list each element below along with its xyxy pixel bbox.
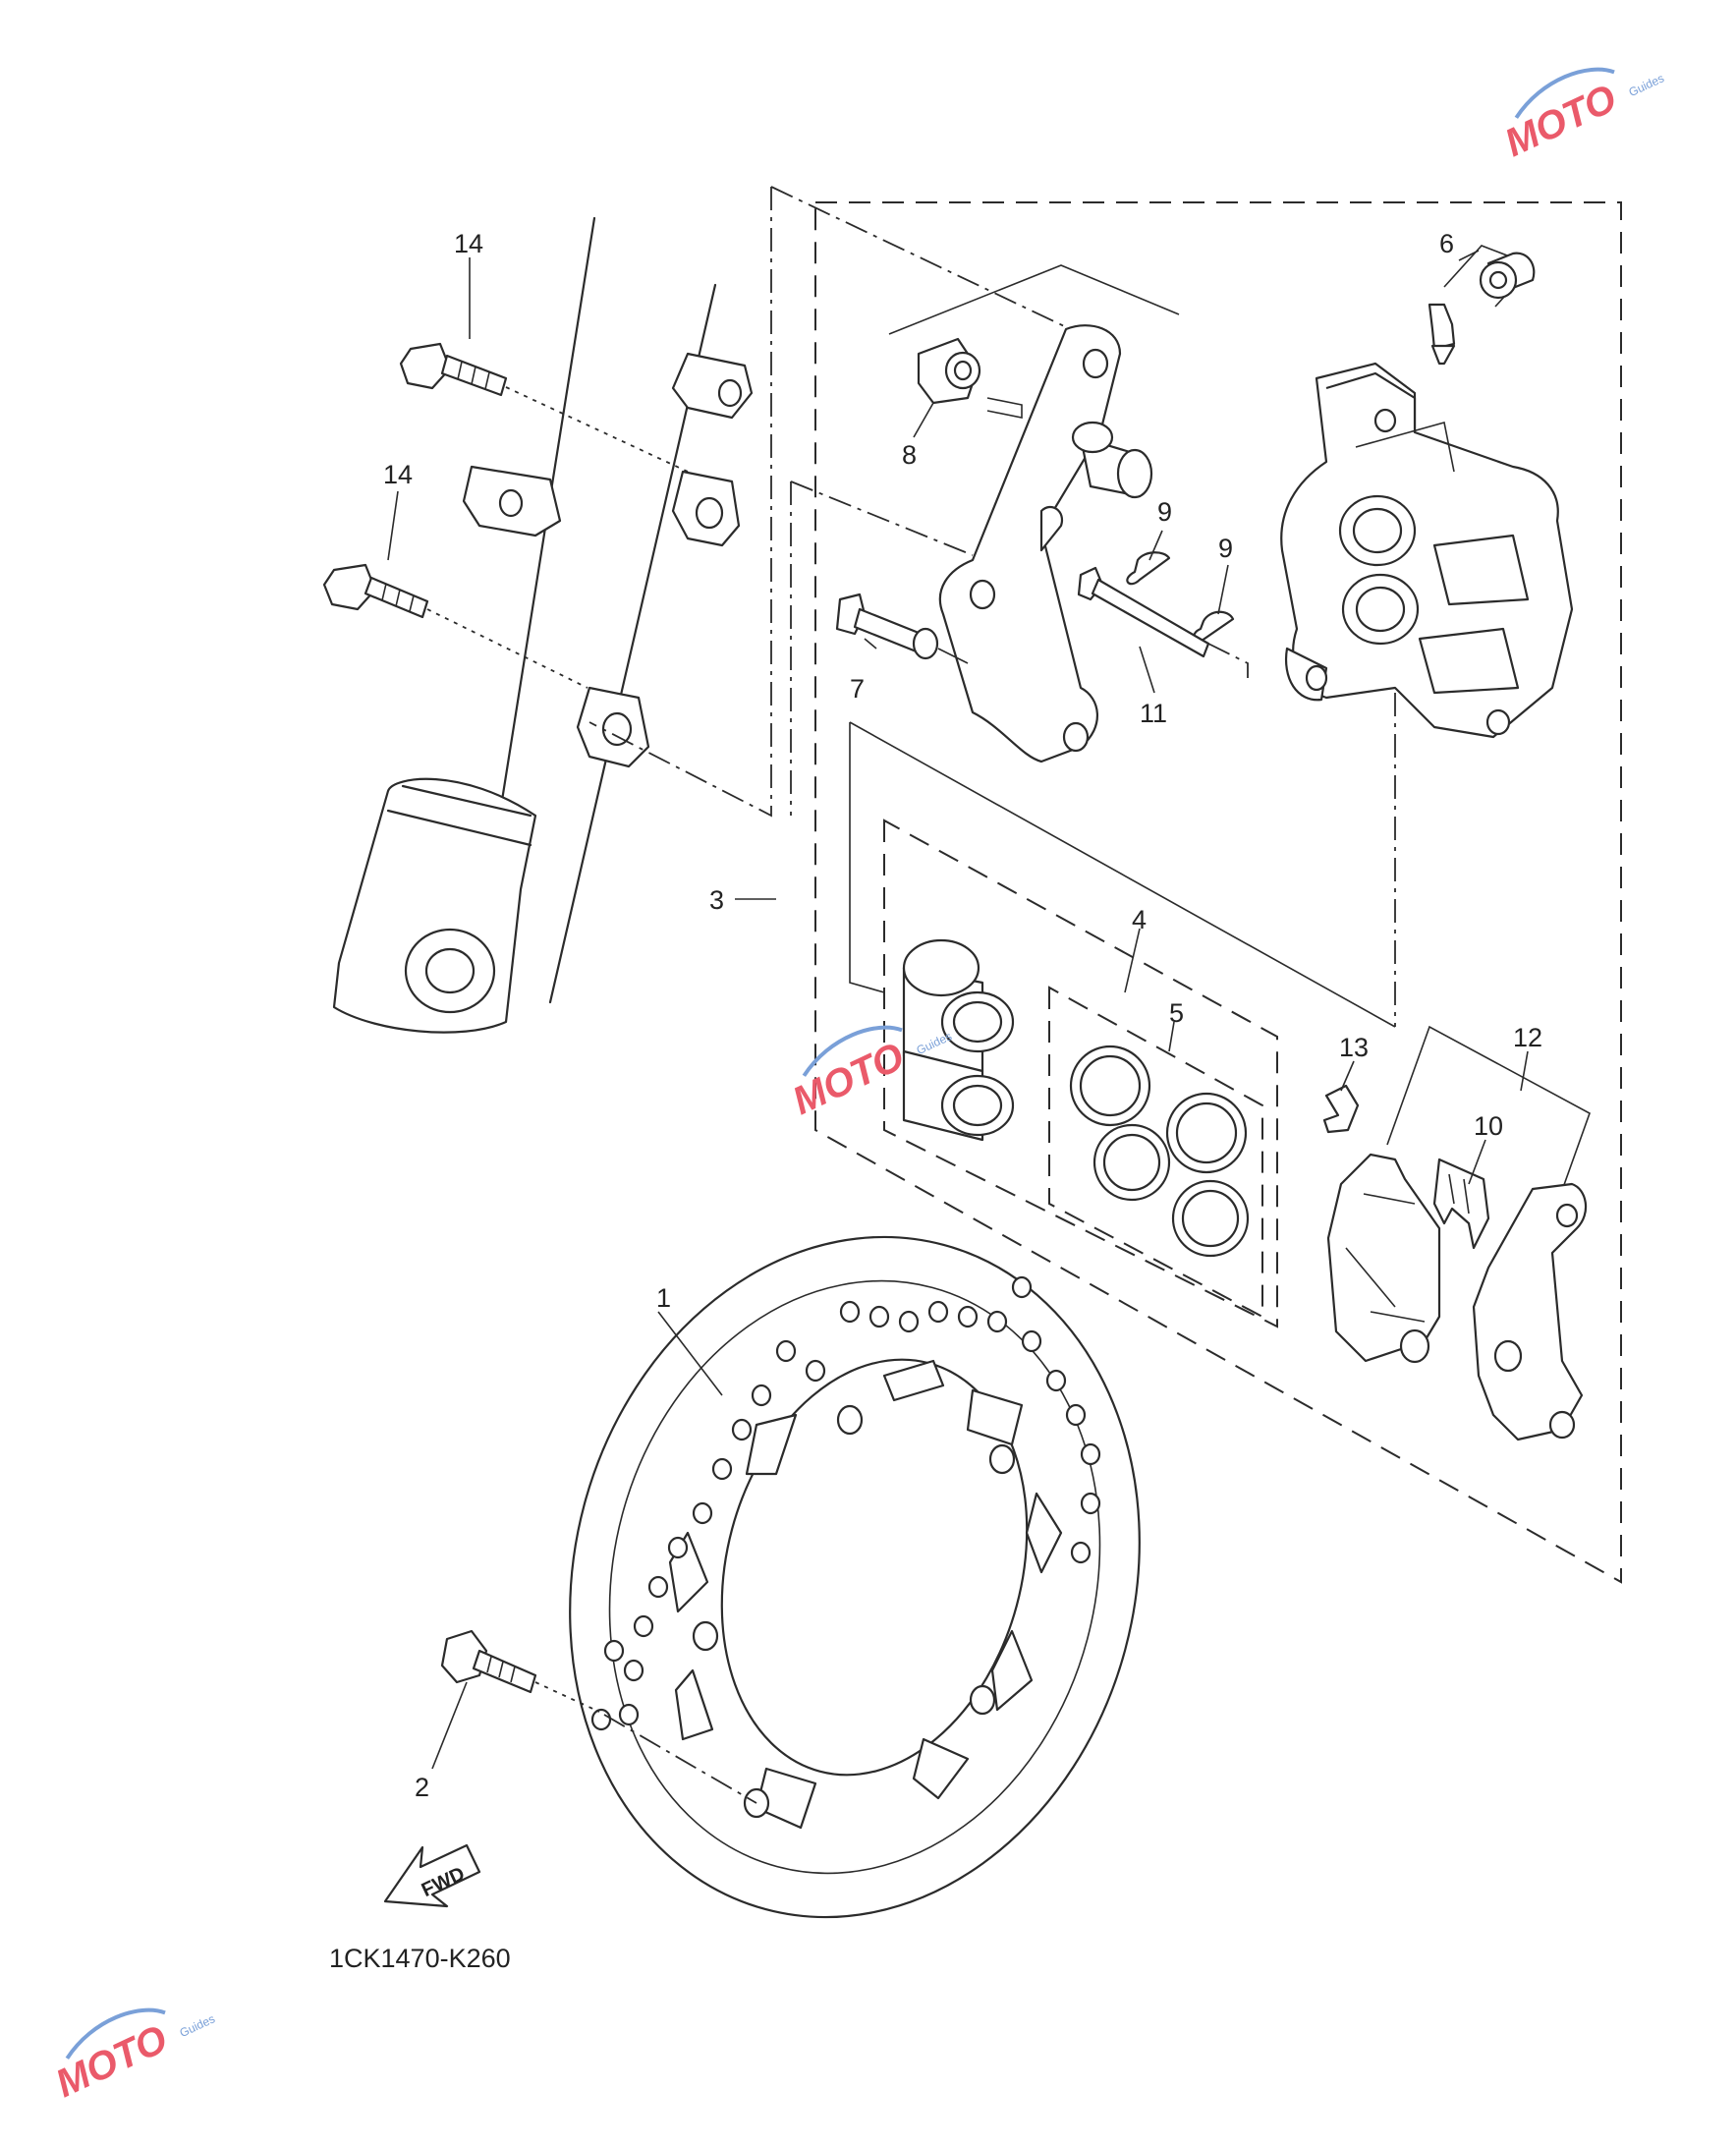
callout-14-upper: 14 [454, 229, 483, 258]
watermark-text-top-right: MOTO [1498, 77, 1623, 165]
disc-drill-holes [590, 1275, 1101, 1731]
clip-part-9-b [1192, 610, 1235, 643]
caliper-body [1280, 362, 1574, 739]
pad-spring-part-10 [1432, 1158, 1490, 1250]
brake-disc [569, 1235, 1141, 1919]
callout-11: 11 [1140, 699, 1167, 728]
watermark-small-bottom-left: Guides [178, 2011, 217, 2040]
disc-bolt-part-2 [440, 1629, 537, 1694]
seal-ring-2 [1092, 1123, 1171, 1202]
piston-lower [902, 1049, 1015, 1142]
pad-pin-part-11 [1077, 566, 1210, 658]
callout-8: 8 [902, 440, 917, 470]
mounting-bolt-upper [399, 342, 508, 397]
mounting-bolt-lower [322, 563, 429, 619]
callout-7: 7 [850, 674, 865, 704]
diagram-code: 1CK1470-K260 [329, 1944, 511, 1973]
caliper-assembly-outline [814, 201, 1622, 1584]
pin-bolt-part-7 [835, 593, 969, 664]
callout-6: 6 [1439, 229, 1454, 258]
callout-4: 4 [1132, 905, 1147, 934]
brake-pad-rear [1472, 1182, 1588, 1441]
brake-pad-front [1326, 1153, 1441, 1364]
callout-3: 3 [709, 885, 724, 915]
retainer-clip-part-13 [1322, 1084, 1360, 1134]
seal-kit-outline-5 [1048, 986, 1263, 1319]
caliper-bracket [938, 324, 1153, 763]
callout-14-lower: 14 [383, 460, 413, 489]
callout-12: 12 [1513, 1023, 1542, 1052]
watermark-text-bottom-left: MOTO [49, 2017, 174, 2106]
callout-9-a: 9 [1157, 497, 1172, 527]
callout-10: 10 [1474, 1111, 1503, 1141]
callout-5: 5 [1169, 998, 1184, 1028]
callout-9-b: 9 [1218, 534, 1233, 563]
watermark-logo-bottom-left: MOTO Guides [49, 2007, 217, 2106]
watermark-small-top-right: Guides [1627, 71, 1666, 99]
boot-part-8 [917, 337, 1023, 419]
callout-2: 2 [415, 1773, 429, 1802]
clip-part-9-a [1126, 551, 1171, 586]
bleeder-part-6 [1428, 245, 1536, 366]
callout-1: 1 [656, 1283, 671, 1313]
seal-ring-4 [1171, 1179, 1250, 1258]
seal-ring-3 [1165, 1092, 1248, 1174]
front-fork [332, 216, 754, 1034]
watermark-logo-top-right: MOTO Guides [1498, 67, 1666, 165]
watermark-text-center: MOTO [786, 1035, 911, 1123]
forward-arrow-icon: FWD [383, 1843, 481, 1908]
piston-upper [902, 938, 1015, 1073]
seal-ring-1 [1069, 1045, 1151, 1127]
callout-13: 13 [1339, 1033, 1369, 1062]
